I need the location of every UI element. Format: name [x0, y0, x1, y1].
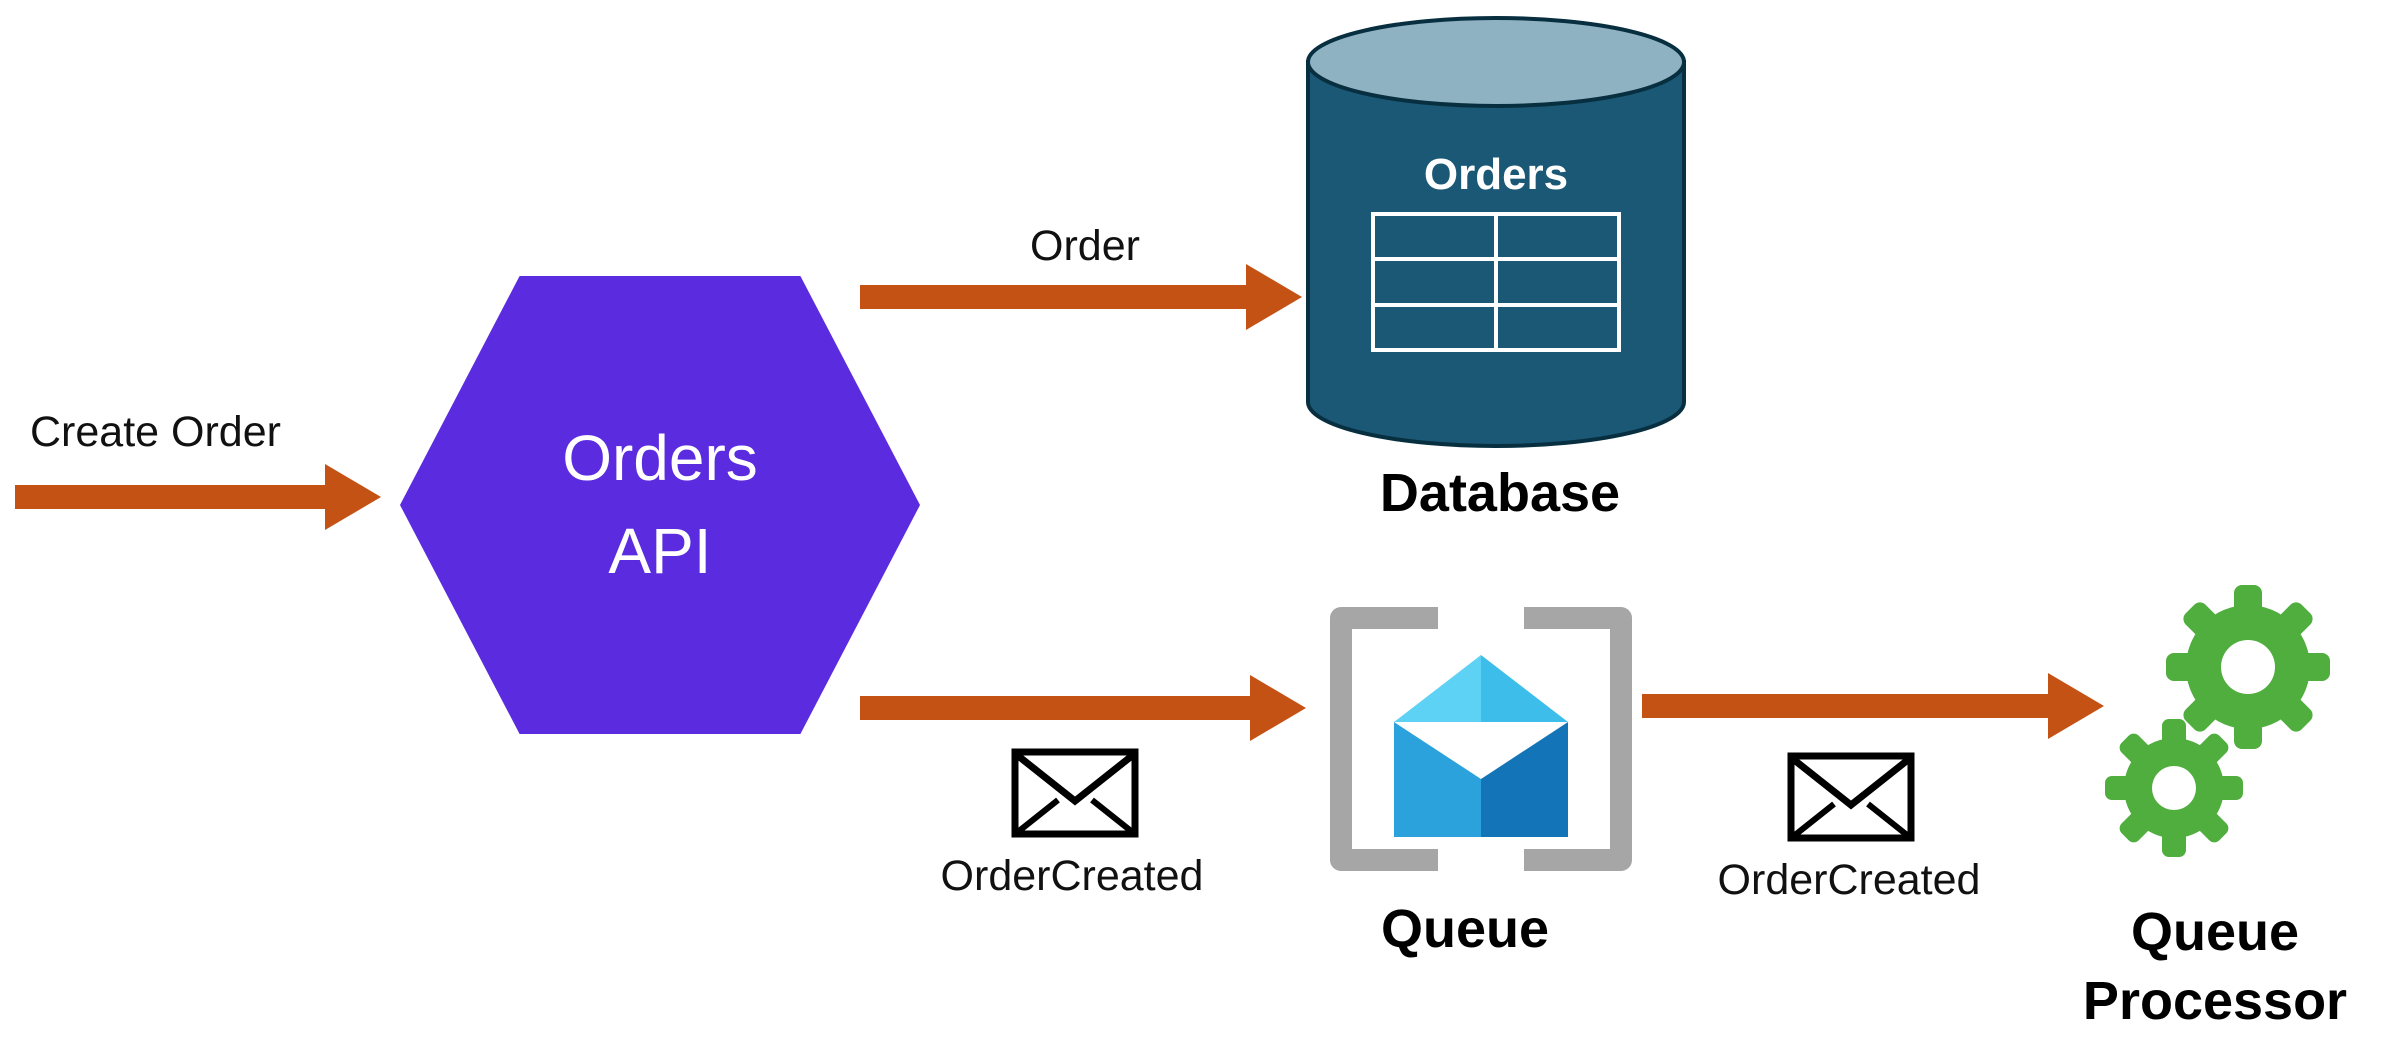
table-cell [1371, 257, 1498, 307]
envelope-icon [1787, 752, 1915, 842]
order-label: Order [1030, 222, 1140, 270]
queue-caption: Queue [1380, 899, 1550, 959]
gear-small [2105, 719, 2243, 857]
arrow-head [2048, 673, 2104, 739]
orders-api-node: Orders API [400, 276, 920, 734]
arrow-shaft [15, 485, 331, 509]
table-cell [1371, 302, 1498, 353]
create-order-label: Create Order [30, 408, 281, 456]
gear-large [2166, 585, 2330, 749]
order-arrow [860, 264, 1302, 330]
orders-api-label-line2: API [608, 515, 712, 587]
table-cell [1371, 211, 1498, 262]
queue-icon [1330, 607, 1632, 871]
queue-bracket-right [1524, 607, 1632, 871]
envelope-icon [1011, 748, 1139, 838]
queue-processor-caption-line1: Queue [2130, 902, 2300, 962]
table-cell [1494, 257, 1621, 307]
order-created-label-2: OrderCreated [1717, 856, 1981, 904]
order-created-arrow-to-processor [1642, 673, 2104, 739]
database-inner-label: Orders [1423, 150, 1569, 199]
arrow-head [1246, 264, 1302, 330]
queue-envelope-icon [1394, 655, 1568, 837]
queue-processor-caption-line2: Processor [2082, 970, 2348, 1031]
arrow-head [325, 464, 381, 530]
gears-icon [2105, 585, 2330, 857]
table-cell [1494, 302, 1621, 353]
queue-processor-caption: Queue Processor [2030, 898, 2400, 1035]
order-created-arrow-to-queue [860, 675, 1306, 741]
create-order-arrow [15, 464, 381, 530]
database-node: Orders [1304, 14, 1688, 450]
arrow-shaft [1642, 694, 2054, 718]
arrow-shaft [860, 696, 1256, 720]
orders-table-grid [1371, 211, 1621, 353]
order-created-label-1: OrderCreated [940, 852, 1204, 900]
database-caption: Database [1379, 463, 1621, 523]
arrow-head [1250, 675, 1306, 741]
queue-bracket-left [1330, 607, 1438, 871]
orders-api-label-line1: Orders [562, 422, 758, 495]
table-cell [1494, 211, 1621, 262]
arrow-shaft [860, 285, 1252, 309]
